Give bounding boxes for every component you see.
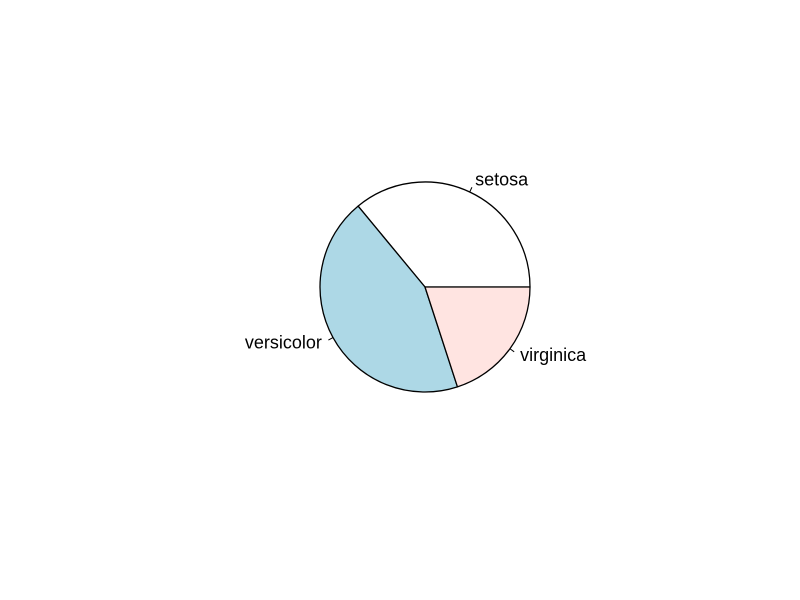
slice-label-virginica: virginica	[520, 345, 587, 365]
pie-slice-versicolor	[319, 205, 459, 393]
pie-slice-setosa	[357, 181, 531, 288]
pie-slice-virginica	[424, 286, 531, 388]
label-tick-versicolor	[328, 337, 334, 341]
slice-label-versicolor: versicolor	[245, 332, 322, 352]
label-tick-virginica	[509, 348, 515, 353]
label-tick-setosa	[469, 187, 473, 193]
slice-label-setosa: setosa	[475, 169, 529, 189]
